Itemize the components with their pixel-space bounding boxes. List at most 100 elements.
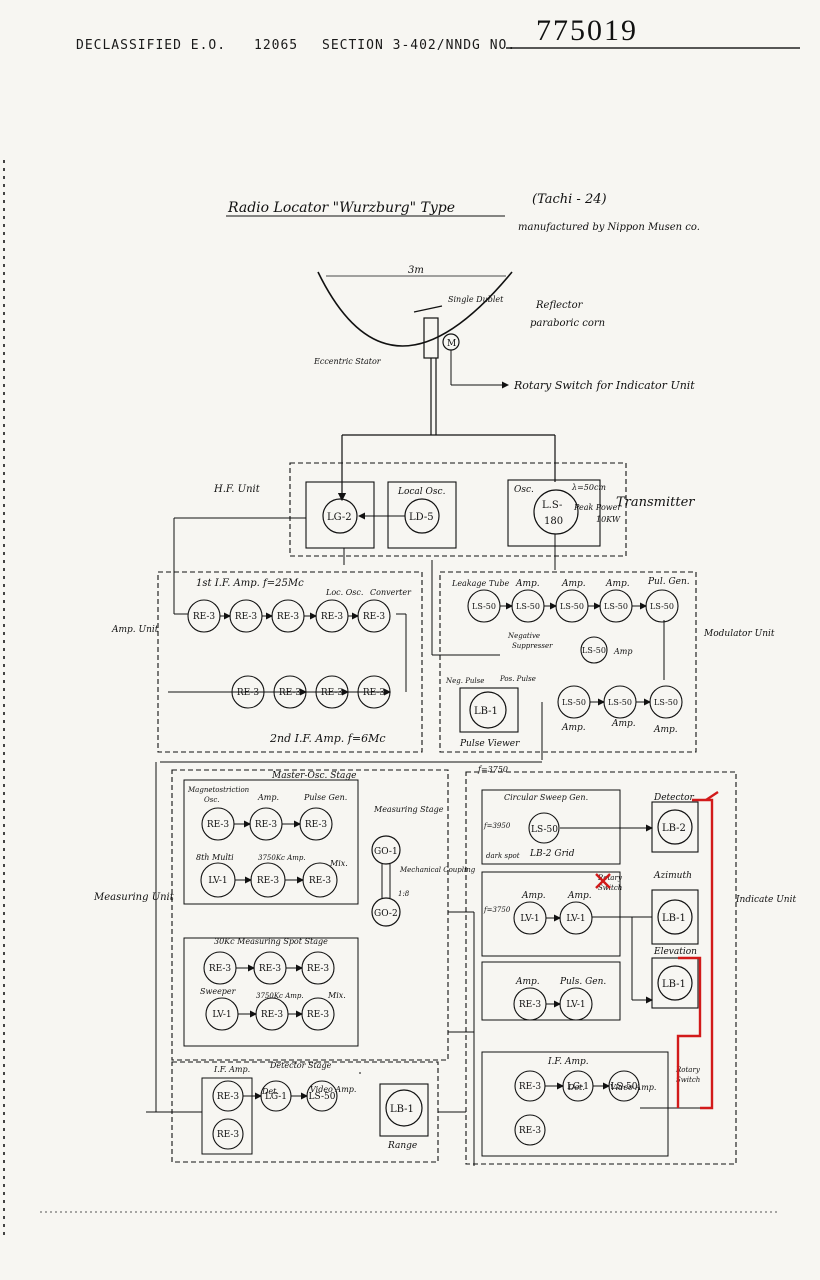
ls180-label-a: L.S-	[542, 500, 562, 511]
ind-det-row-label-2: LG-1	[567, 1082, 589, 1092]
lv-stage-box	[481, 871, 621, 957]
manufacturer: manufactured by Nippon Musen co.	[518, 222, 700, 233]
mos-row1-label-1: RE-3	[255, 820, 278, 830]
loc-osc-label: Loc. Osc.	[325, 588, 363, 597]
ind-amp2: Amp.	[567, 891, 592, 901]
master-osc-box	[183, 779, 359, 905]
osc-label: Osc.	[514, 485, 534, 495]
ld5-label: LD-5	[409, 512, 434, 523]
magnetostriction-label: Magnetostriction	[187, 786, 250, 794]
mod-row1-label-2: LS-50	[560, 602, 584, 611]
switch-label: Switch	[598, 884, 622, 892]
det-row-label-3: LS-50	[309, 1092, 336, 1102]
ls180-tube	[533, 489, 579, 535]
indicator-label: Indicate Unit	[735, 895, 796, 905]
lg2-label: LG-2	[327, 512, 352, 523]
declassified-label: DECLASSIFIED E.O.	[76, 38, 227, 53]
peak-power-label: Peak Power	[573, 503, 622, 512]
puls-gen-box	[481, 961, 621, 1021]
single-dublet-label: Single Dublet	[448, 295, 504, 304]
lb2-tube	[657, 809, 693, 845]
amp-row1-label-3: RE-3	[321, 612, 344, 622]
pulse-gen-label: Pulse Gen.	[303, 793, 347, 802]
modulator-unit-box	[439, 571, 697, 753]
range-box	[379, 1083, 429, 1137]
mod-row1-label-1: LS-50	[516, 602, 540, 611]
elevation-lb1-tube	[657, 965, 693, 1001]
rotary-label: Rotary	[597, 874, 623, 882]
measuring-unit-label: Measuring Unit	[93, 892, 175, 903]
ind-det-row-label-1: RE-3	[519, 1126, 542, 1136]
osc-box	[507, 479, 601, 547]
mod-amp1: Amp.	[515, 579, 540, 589]
local-osc-box	[387, 481, 457, 549]
detector-stage-label: Detector Stage	[269, 1061, 332, 1070]
ind-video-amp-label: Video Amp.	[610, 1083, 656, 1092]
power-value: 10KW	[596, 515, 621, 524]
indicator-unit-box	[465, 771, 737, 1165]
azimuth-lb1-label: LB-1	[662, 913, 686, 924]
local-osc-label: Local Osc.	[397, 487, 446, 497]
if1-label: 1st I.F. Amp. f=25Mc	[196, 578, 304, 589]
dark-spot-label: dark spot	[486, 852, 520, 860]
ind-if-label: I.F. Amp.	[547, 1057, 589, 1067]
section-label: SECTION 3-402/NNDG NO.	[322, 38, 517, 53]
pg-row-label-0: RE-3	[519, 1000, 542, 1010]
mod-amp-tube-label: LS-50	[582, 646, 606, 655]
f3950-label: f=3950	[483, 822, 511, 830]
amp-unit-label: Amp. Unit	[111, 625, 159, 635]
mod-amp-a: Amp.	[561, 723, 586, 733]
mos-row2-label-2: RE-3	[309, 876, 332, 886]
mod-lb1-tube	[469, 691, 507, 729]
dish-width: 3m	[408, 265, 424, 276]
ind-det-row-label-0: RE-3	[519, 1082, 542, 1092]
mos-amp-label: Amp.	[257, 793, 279, 802]
mod-amp-tube	[580, 636, 608, 664]
detector-label: Detector	[653, 793, 695, 803]
mod-amp3: Amp.	[605, 579, 630, 589]
go1-tube	[371, 835, 401, 865]
mod-amp2: Amp.	[561, 579, 586, 589]
puls-gen-label: Puls. Gen.	[559, 977, 606, 987]
red-annotation	[595, 791, 719, 1110]
det-row-label-0: RE-3	[217, 1092, 240, 1102]
ind-amp1: Amp.	[521, 891, 546, 901]
freq-amp-label: 3750Kc Amp.	[258, 854, 306, 862]
eccentric-label: Eccentric Stator	[313, 357, 382, 366]
mod-row2-label-0: LS-50	[562, 698, 586, 707]
amp-row2-label-0: RE-3	[237, 688, 260, 698]
circ-ls50-label: LS-50	[531, 825, 558, 835]
hf-unit-label: H.F. Unit	[213, 484, 261, 495]
amp-row2-label-2: RE-3	[321, 688, 344, 698]
diagram-title: Radio Locator "Wurzburg" Type	[227, 200, 455, 216]
spot-mix-label: Mix.	[327, 991, 346, 1000]
multi-label: 8th Multi	[196, 853, 234, 862]
elevation-lb1-label: LB-1	[662, 979, 686, 990]
pul-gen-label: Pul. Gen.	[647, 577, 690, 587]
pg-row-label-1: LV-1	[566, 1000, 585, 1010]
lb2-label: LB-2	[662, 823, 686, 834]
mos-row2-label-0: LV-1	[208, 876, 227, 886]
mod-amp-b: Amp.	[611, 719, 636, 729]
ind-det-label: Det.	[567, 1083, 585, 1092]
pg-row: RE-3 LV-1	[513, 987, 593, 1021]
f3750-label: f=3750	[483, 906, 511, 914]
mod-amp-c: Amp.	[653, 725, 678, 735]
azimuth-lb1-tube	[657, 899, 693, 935]
spot-row1-label-0: RE-3	[209, 964, 232, 974]
spot-stage-box	[183, 937, 359, 1047]
if2-label: 2nd I.F. Amp. f=6Mc	[269, 732, 386, 745]
designation: (Tachi - 24)	[532, 192, 607, 207]
suppressor-label: Suppresser	[512, 642, 553, 650]
det-row-tube-1	[212, 1118, 244, 1150]
ls180-label-b: 180	[544, 516, 563, 527]
amp-unit-box	[157, 571, 423, 753]
